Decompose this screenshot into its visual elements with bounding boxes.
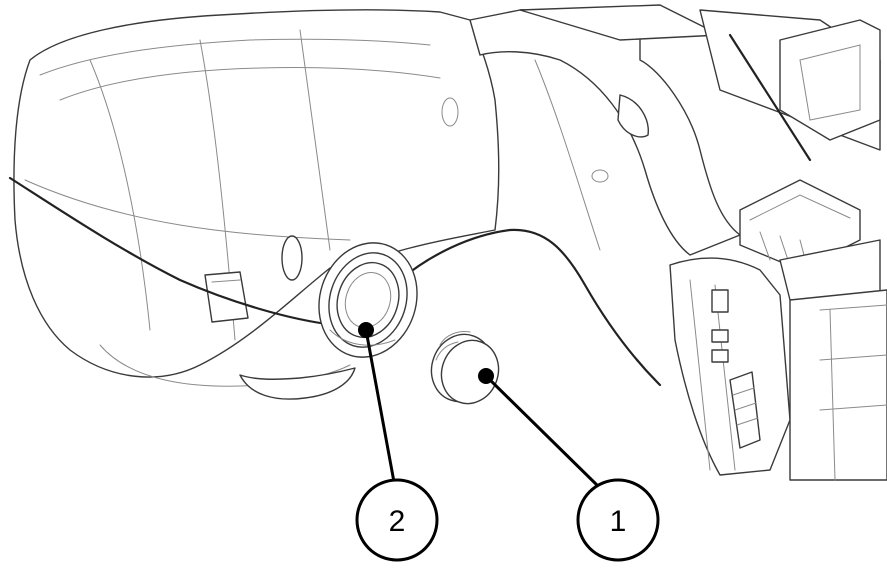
- callout-1: 1: [576, 478, 660, 562]
- threaded-port: [318, 242, 418, 358]
- side-oval: [281, 235, 303, 281]
- callout-2: 2: [355, 478, 439, 562]
- side-module: [669, 257, 887, 481]
- strap-line: [8, 176, 662, 387]
- device-housing: [13, 9, 500, 400]
- side-tab: [204, 271, 249, 323]
- callout-1-label: 1: [610, 505, 627, 538]
- callout-2-label: 2: [389, 505, 406, 538]
- port-cap: [430, 331, 500, 405]
- leader-2: [358, 322, 396, 484]
- compartment-frame: [469, 4, 881, 301]
- leader-1: [478, 368, 602, 490]
